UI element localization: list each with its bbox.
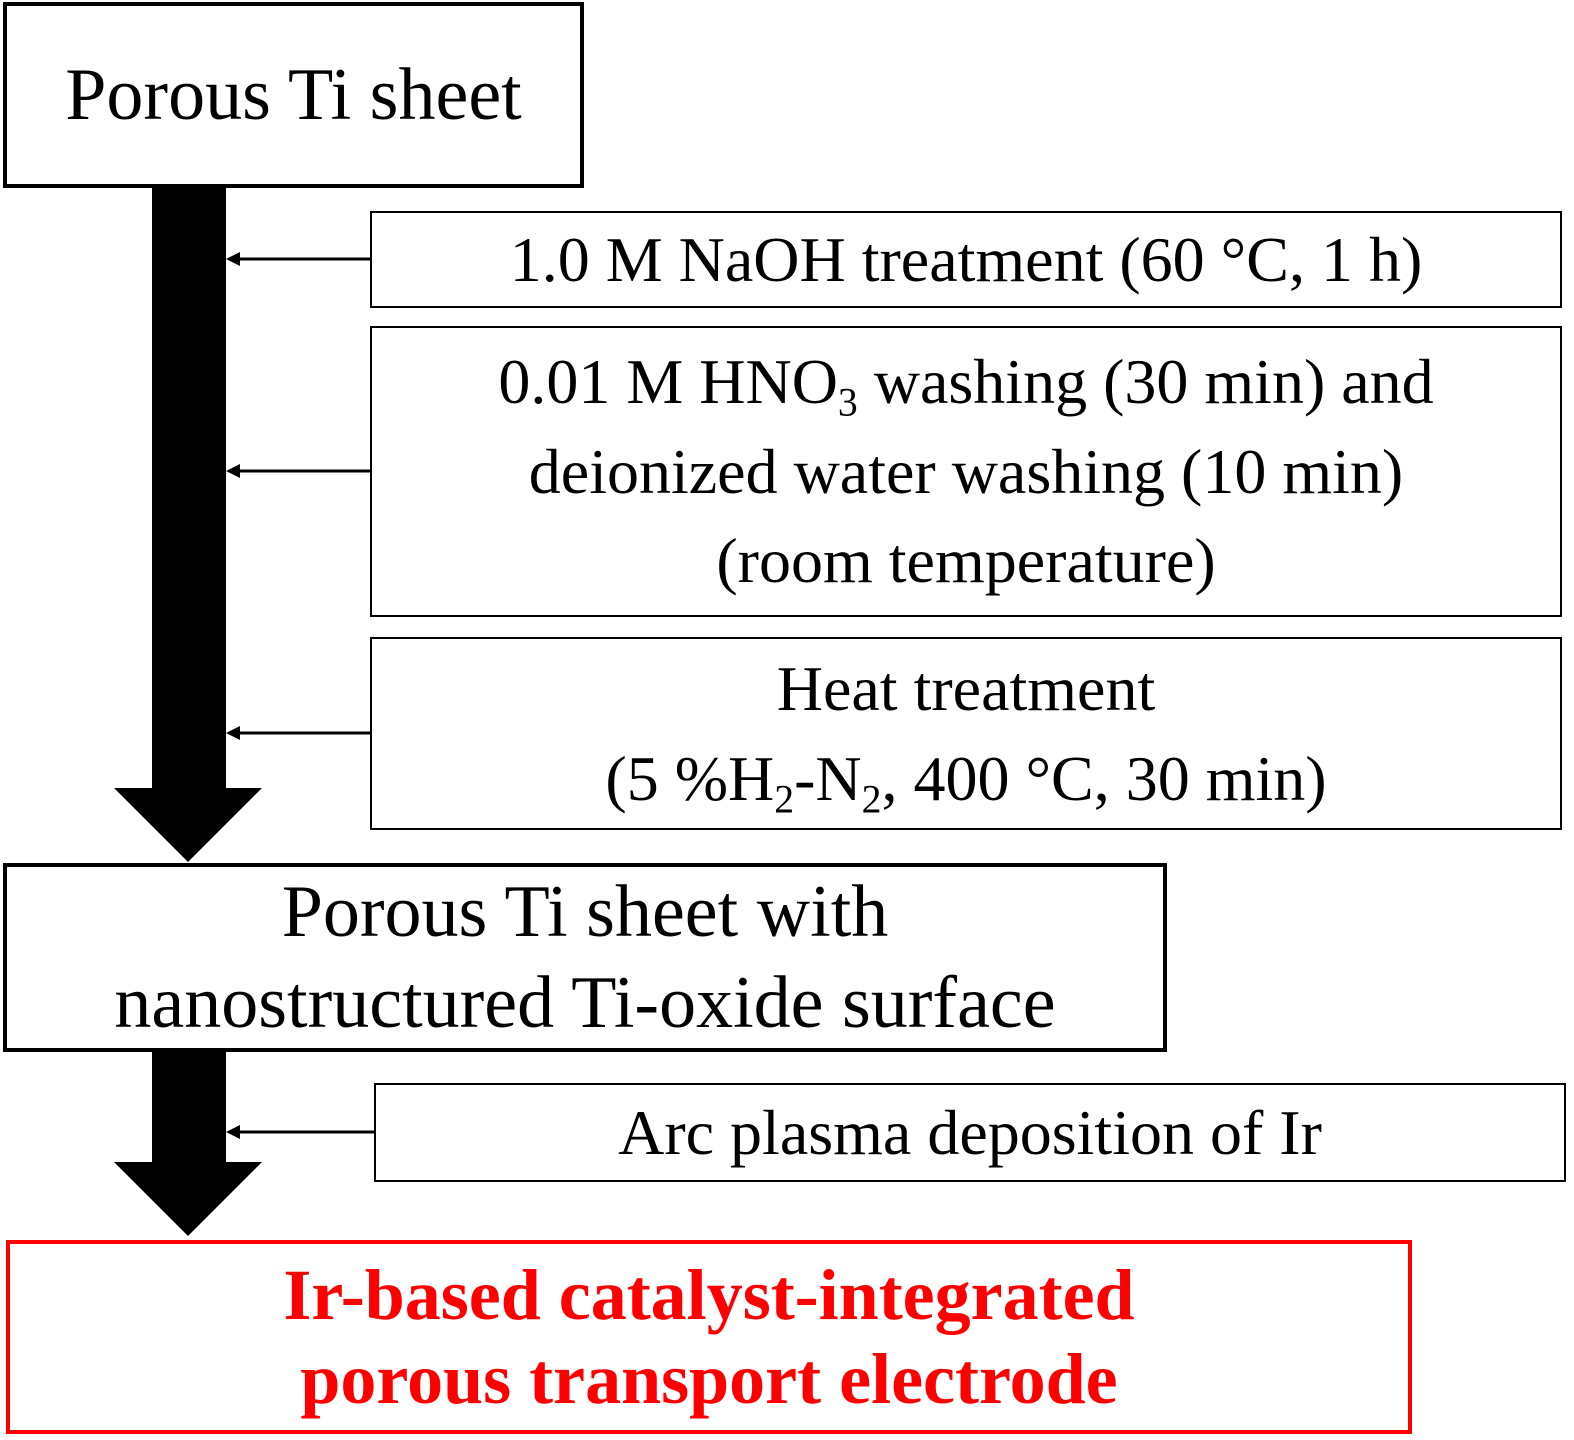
final-box-line-1: Ir-based catalyst-integrated xyxy=(283,1254,1135,1335)
step-1-label: 1.0 M NaOH treatment (60 °C, 1 h) xyxy=(509,223,1423,295)
step-box-heat-treatment: Heat treatment (5 %H2-N2, 400 °C, 30 min… xyxy=(370,637,1562,830)
step-2-line-3: (room temperature) xyxy=(716,525,1216,597)
step-box-naoh-treatment: 1.0 M NaOH treatment (60 °C, 1 h) xyxy=(370,211,1562,308)
intermediate-box: Porous Ti sheet with nanostructured Ti-o… xyxy=(3,863,1167,1052)
step-2-line-1: 0.01 M HNO3 washing (30 min) and xyxy=(498,346,1434,425)
start-box: Porous Ti sheet xyxy=(3,2,584,188)
final-box-line-2: porous transport electrode xyxy=(300,1339,1118,1419)
intermediate-box-line-2: nanostructured Ti-oxide surface xyxy=(114,961,1056,1044)
main-flow-arrow-1 xyxy=(114,186,262,862)
step-box-arc-plasma-deposition: Arc plasma deposition of Ir xyxy=(374,1083,1566,1182)
step-connector-1 xyxy=(226,252,370,266)
step-connector-3 xyxy=(226,726,370,740)
step-3-line-1: Heat treatment xyxy=(776,652,1156,724)
step-connector-2 xyxy=(226,464,370,478)
final-product-box: Ir-based catalyst-integrated porous tran… xyxy=(6,1240,1412,1434)
intermediate-box-line-1: Porous Ti sheet with xyxy=(281,871,889,954)
step-connector-4 xyxy=(226,1125,374,1139)
step-4-label: Arc plasma deposition of Ir xyxy=(618,1096,1322,1168)
main-flow-arrow-2 xyxy=(114,1050,262,1236)
start-box-label: Porous Ti sheet xyxy=(65,53,522,136)
step-box-washing: 0.01 M HNO3 washing (30 min) and deioniz… xyxy=(370,326,1562,617)
step-3-line-2: (5 %H2-N2, 400 °C, 30 min) xyxy=(605,742,1327,822)
step-2-line-2: deionized water washing (10 min) xyxy=(528,435,1404,507)
